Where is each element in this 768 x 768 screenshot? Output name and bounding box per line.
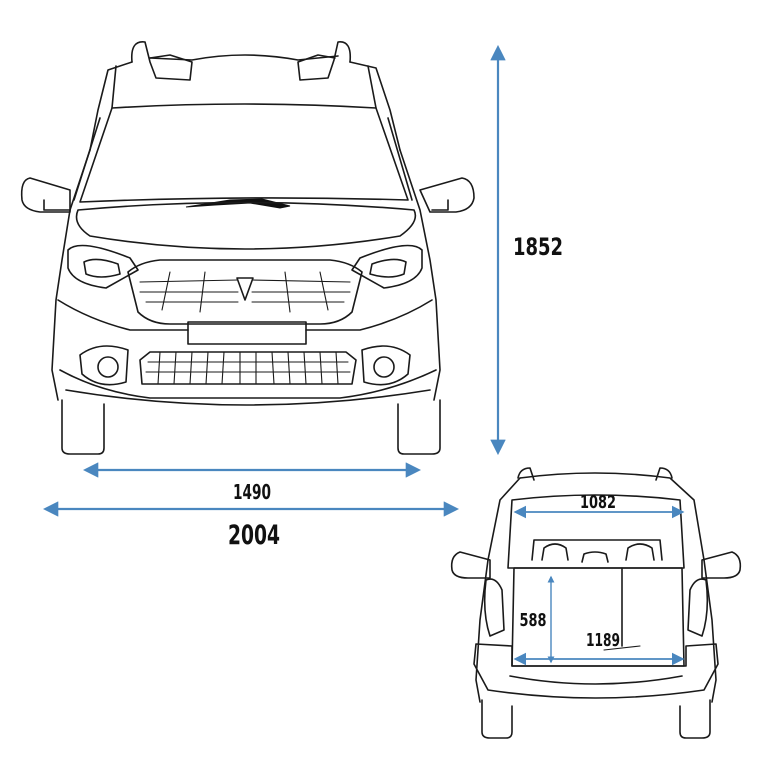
cargo-width-floor-label: 1189 bbox=[586, 630, 620, 651]
height-dimension-label: 1852 bbox=[513, 233, 563, 261]
rear-view-drawing bbox=[450, 467, 742, 739]
cargo-width-top-label: 1082 bbox=[580, 492, 616, 513]
track-width-dimension-label: 1490 bbox=[233, 480, 271, 504]
front-view-drawing bbox=[20, 41, 475, 455]
cargo-height-label: 588 bbox=[520, 610, 547, 631]
overall-width-dimension-label: 2004 bbox=[228, 520, 280, 551]
